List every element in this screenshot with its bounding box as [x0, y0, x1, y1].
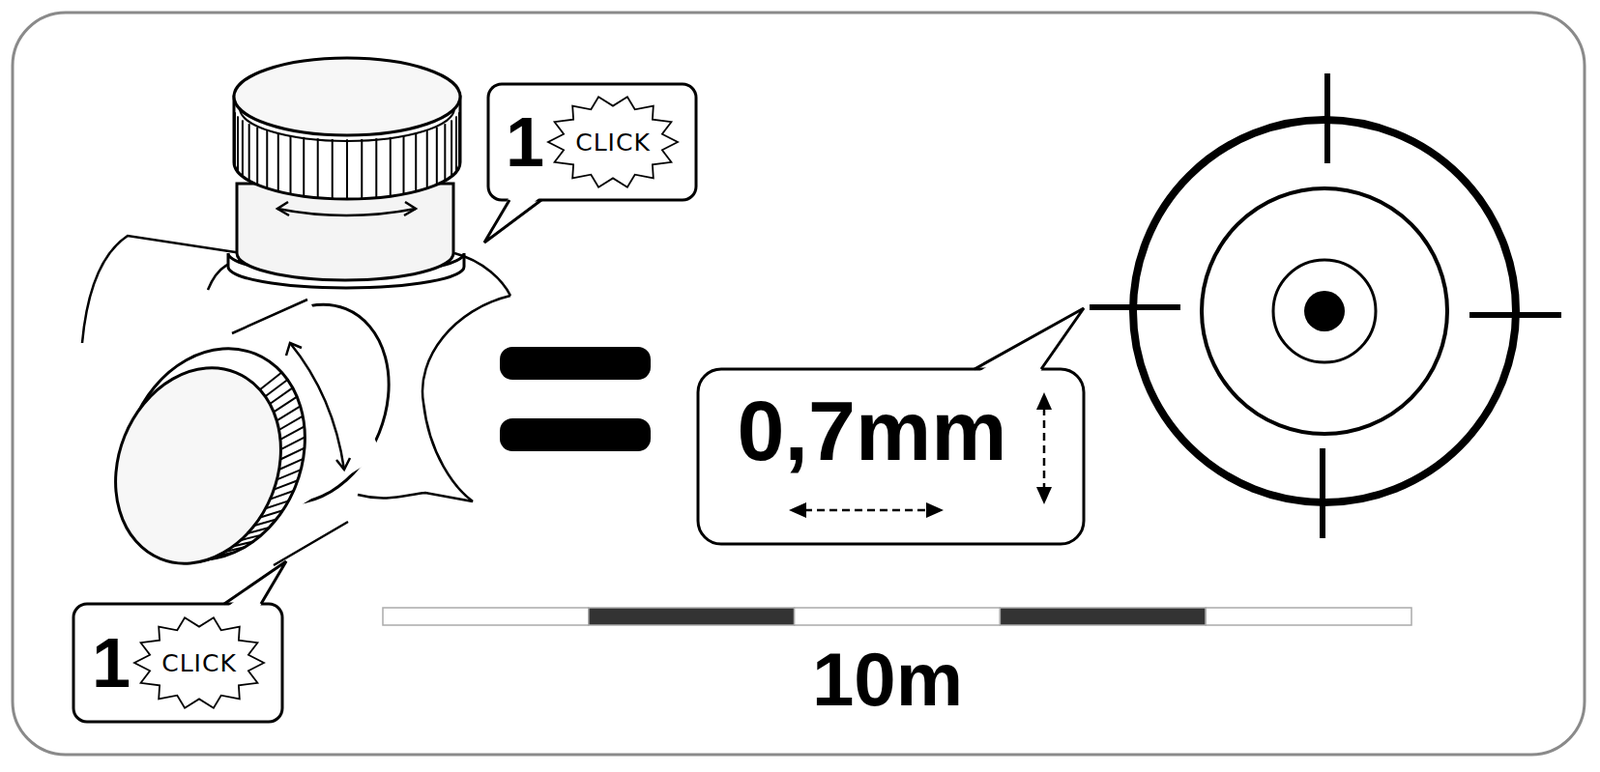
knurl-line — [331, 139, 334, 200]
knurl-line — [290, 135, 292, 195]
click-word: CLICK — [161, 651, 237, 676]
crosshair-tick — [1469, 312, 1562, 319]
knurl-line — [276, 469, 301, 480]
click-count: 1 — [505, 107, 545, 177]
knurl-line — [280, 436, 305, 450]
knurl-line — [279, 416, 304, 431]
click-callout: 1 CLICK — [494, 90, 691, 194]
knurl-line — [389, 137, 392, 197]
bubble-tail — [224, 561, 287, 605]
starburst-outline — [548, 96, 678, 188]
turret-cap-rim — [239, 108, 455, 142]
scale-bar — [382, 608, 1412, 626]
scope-tube-lower — [357, 493, 473, 502]
scope-tube-end — [422, 295, 511, 502]
knurl-line — [458, 112, 461, 168]
click-callout: 1 CLICK — [80, 610, 278, 716]
middle-ring — [1201, 188, 1448, 435]
arrow-head — [404, 202, 416, 216]
equals-bar — [499, 418, 651, 452]
scale-distance: 10m — [812, 641, 963, 718]
knurl-line — [248, 123, 251, 181]
crosshair-tick — [1319, 448, 1326, 539]
knurl-line — [256, 127, 259, 185]
starburst: CLICK — [546, 93, 680, 191]
knurl-line — [360, 139, 363, 200]
outer-ring — [1133, 119, 1516, 503]
scale-segment — [999, 608, 1206, 626]
knurl-line — [414, 133, 417, 193]
starburst-outline — [134, 617, 264, 709]
knurl-line — [317, 138, 320, 199]
frame — [12, 12, 1585, 756]
windage-turret — [87, 280, 418, 589]
turret-cap-top — [233, 58, 461, 136]
bubble-outline — [73, 604, 283, 723]
rotation-arrow — [277, 208, 416, 216]
horizontal-dash — [804, 509, 929, 513]
arrow-head — [336, 458, 350, 470]
bubble-tail-fill — [226, 565, 285, 609]
arrow-head — [277, 202, 290, 216]
bubble-tail — [484, 200, 542, 243]
knurl-line — [302, 137, 305, 197]
dimension-value: 0,7mm — [737, 388, 1008, 474]
knurl-line — [233, 112, 236, 168]
knurl-line — [280, 426, 305, 440]
knurl-line — [426, 130, 429, 189]
bubble-outline — [488, 84, 697, 201]
dimension-callout: 0,7mm — [707, 378, 1037, 507]
knurl-line — [450, 119, 453, 176]
arrow-head — [788, 502, 807, 519]
equals-bar — [499, 347, 651, 380]
arrow-head — [1036, 487, 1052, 505]
knurl-line — [436, 127, 438, 185]
knurl-line — [280, 448, 305, 461]
starburst: CLICK — [132, 614, 266, 712]
knurl-line — [443, 123, 446, 181]
inner-ring — [1273, 260, 1376, 363]
click-count: 1 — [91, 628, 131, 699]
bubble-tail-fill — [976, 313, 1081, 374]
knurl-line — [279, 459, 304, 470]
knurl-line — [346, 139, 349, 200]
crosshair-tick — [1089, 304, 1181, 311]
scale-segment — [588, 608, 795, 626]
arrow-head — [1036, 392, 1052, 410]
bullseye — [1304, 290, 1345, 332]
vertical-dash — [1043, 407, 1047, 490]
target — [1089, 73, 1562, 539]
bubble-outline — [698, 369, 1084, 545]
scale-segment — [382, 608, 589, 626]
knurl-line — [277, 133, 280, 193]
scale-segment — [1205, 608, 1412, 626]
elevation-turret — [228, 58, 465, 289]
arrow-head — [926, 502, 944, 519]
knurl-line — [375, 138, 378, 199]
knurl-line — [455, 116, 458, 172]
knurling — [234, 112, 460, 200]
turret-face — [87, 343, 310, 589]
scope-tube-upper — [82, 235, 242, 344]
bubble-tail — [974, 308, 1084, 370]
arrow-head — [286, 343, 302, 356]
crosshair-tick — [1324, 73, 1331, 164]
rotation-arrow — [290, 343, 345, 470]
speech-bubbles — [73, 84, 1084, 723]
knurl-line — [403, 135, 406, 195]
scale-segment — [794, 608, 1001, 626]
knurl-line — [241, 119, 244, 176]
click-word: CLICK — [575, 130, 651, 155]
knurl-line — [236, 116, 239, 172]
knurl-line — [265, 130, 268, 189]
